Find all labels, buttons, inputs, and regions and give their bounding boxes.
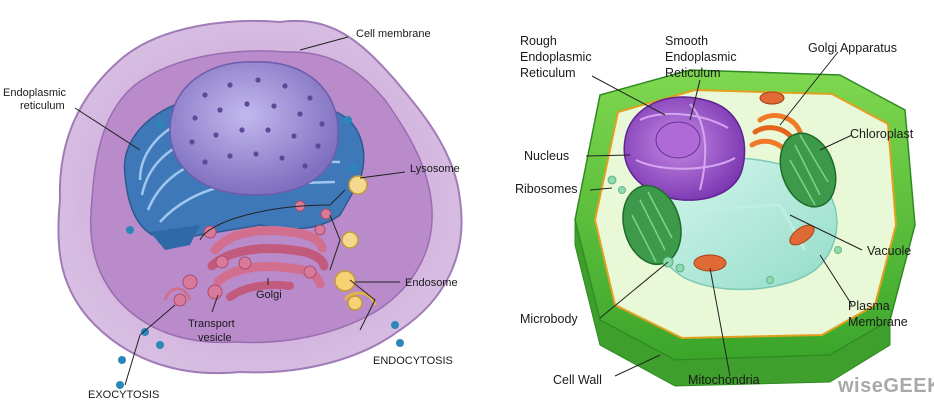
label-rough-reticulum: Reticulum [520, 66, 576, 80]
label-exocytosis: EXOCYTOSIS [88, 389, 159, 401]
label-smooth: Smooth [665, 34, 708, 48]
label-vacuole: Vacuole [867, 244, 911, 258]
label-endocytosis: ENDOCYTOSIS [373, 355, 453, 367]
label-ribosomes: Ribosomes [515, 182, 578, 196]
label-lysosome: Lysosome [410, 163, 460, 175]
label-plasma: Plasma [848, 299, 890, 313]
label-membrane: Membrane [848, 315, 908, 329]
label-cell-membrane: Cell membrane [356, 28, 431, 40]
animal-lysosome [349, 176, 367, 194]
label-chloroplast: Chloroplast [850, 127, 914, 141]
label-nucleus: Nucleus [524, 149, 569, 163]
animal-nucleus [170, 62, 338, 195]
label-smooth-reticulum: Reticulum [665, 66, 721, 80]
label-reticulum: reticulum [20, 100, 65, 112]
label-microbody: Microbody [520, 312, 578, 326]
label-vesicle: vesicle [198, 332, 232, 344]
watermark: wiseGEEK [837, 375, 934, 397]
label-golgi-apparatus: Golgi Apparatus [808, 41, 897, 55]
animal-cell [58, 21, 461, 389]
label-endoplasmic: Endoplasmic [3, 87, 66, 99]
label-endosome: Endosome [405, 277, 458, 289]
label-golgi: Golgi [256, 289, 282, 301]
label-rough: Rough [520, 34, 557, 48]
label-mitochondria: Mitochondria [688, 373, 760, 387]
plant-nucleus [624, 97, 744, 200]
label-smooth-endoplasmic: Endoplasmic [665, 50, 737, 64]
label-cell-wall: Cell Wall [553, 373, 602, 387]
label-rough-endoplasmic: Endoplasmic [520, 50, 592, 64]
label-transport: Transport [188, 318, 235, 330]
plant-cell [575, 52, 915, 386]
